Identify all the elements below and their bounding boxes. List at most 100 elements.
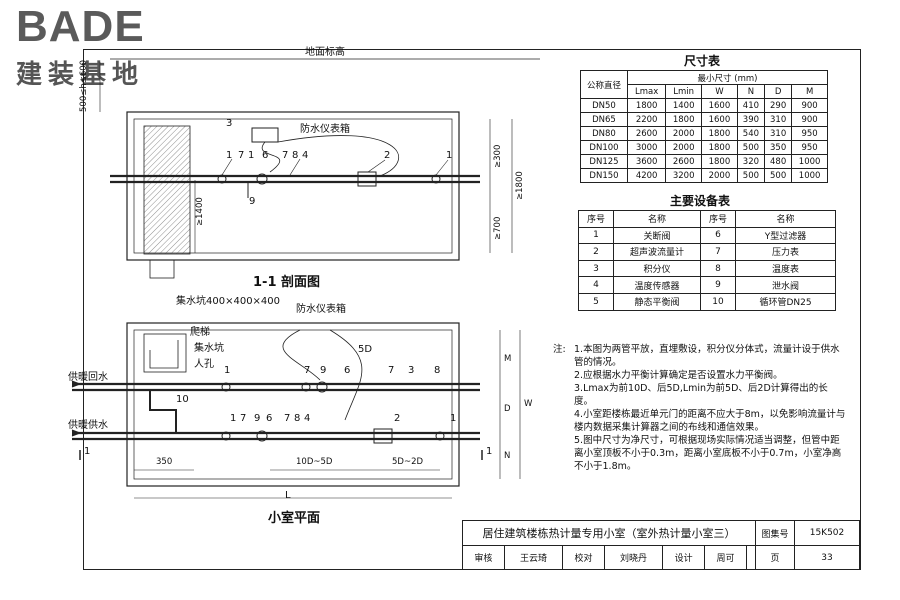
note-item: 4.小室距楼栋最近单元门的距离不应大于8m，以免影响流量计与楼内数据采集计算器之… [574,409,846,433]
dim-cell: 900 [791,98,828,113]
return-callout-6: 6 [344,365,351,376]
dimension-table-title: 尺寸表 [684,54,721,68]
dim-10d-5d: 10D~5D [296,457,333,467]
equip-cell: 8 [700,259,736,278]
dim-col-w: W [701,84,738,99]
review-label: 审核 [462,545,505,570]
dim-cell: 1600 [701,112,738,127]
equip-cell: 泄水阀 [735,276,836,294]
return-callout-3: 3 [408,365,415,376]
dim-cell: 500 [736,140,766,155]
return-callout-1: 1 [224,365,231,376]
plan-view [71,322,521,499]
equip-cell: 关断阀 [613,226,701,245]
dim-cell: DN65 [580,112,628,127]
review-name: 王云琦 [503,545,564,570]
dim-cell: 1800 [665,112,703,127]
section-callout-7a: 7 [238,150,245,161]
dim-right-2: ≥700 [493,216,503,240]
note-item: 1.本图为两管平放，直埋敷设，积分仪分体式，流量计设于供水管的情况。 [574,344,840,368]
dim-cell: 390 [736,112,766,127]
supply-callout-4: 4 [304,413,311,424]
dim-header-dn: 公称直径 [580,70,628,99]
sump-label: 集水坑400×400×400 [176,296,281,307]
equip-cell: 10 [700,292,736,311]
dim-D: D [504,404,511,414]
atlas-label: 图集号 [755,520,795,546]
dim-350: 350 [156,457,173,467]
equip-cell: 4 [578,276,614,294]
section-mark-right: 1 [486,446,493,457]
section-callout-1c: 1 [446,150,453,161]
dim-col-n: N [736,84,766,99]
dim-cell: 480 [764,154,793,169]
equip-header-name-1: 名称 [613,210,701,228]
dim-cell: 540 [736,126,766,141]
dim-cell: 1000 [791,168,828,183]
section-mark-left: 1 [84,446,91,457]
check-label: 校对 [562,545,605,570]
return-label: 供暖回水 [68,372,108,383]
section-callout-8: 8 [292,150,299,161]
equipment-table-title: 主要设备表 [670,194,731,208]
dim-cell: DN100 [580,140,628,155]
ground-label: 地面标高 [305,47,345,58]
supply-callout-6: 6 [266,413,273,424]
section-callout-3: 3 [226,118,233,129]
dim-cell: 1600 [701,98,738,113]
dim-cell: DN50 [580,98,628,113]
dim-cell: 310 [764,126,793,141]
equip-header-no-1: 序号 [578,210,614,228]
equip-cell: 超声波流量计 [613,243,701,261]
section-callout-4: 4 [302,150,309,161]
signature-area [745,545,757,570]
equip-cell: 9 [700,276,736,294]
dim-right-3: ≥1800 [515,171,525,200]
equip-cell: 2 [578,243,614,261]
equip-cell: 6 [700,226,736,245]
dim-L: L [285,490,291,501]
section-callout-1b: 1 [248,150,255,161]
equip-cell: 积分仪 [613,259,701,278]
dim-cell: 1400 [665,98,703,113]
supply-callout-9: 9 [254,413,261,424]
equip-cell: Y型过滤器 [735,226,836,245]
section-callout-1a: 1 [226,150,233,161]
supply-callout-7a: 7 [240,413,247,424]
dim-cell: 1800 [701,126,738,141]
page-no: 33 [794,545,860,570]
dim-cell: DN125 [580,154,628,169]
equip-cell: 压力表 [735,243,836,261]
equip-header-name-2: 名称 [735,210,836,228]
frame-border [83,49,861,570]
equip-cell: 循环管DN25 [735,292,836,311]
dim-cell: 290 [764,98,793,113]
dim-col-d: D [764,84,793,99]
dim-header-min: 最小尺寸 (mm) [627,70,828,85]
dim-cell: 1800 [701,154,738,169]
dim-cell: 2000 [701,168,738,183]
dim-col-lmin: Lmin [665,84,703,99]
dim-cell: 500 [736,168,766,183]
dim-cell: 3600 [626,154,667,169]
check-name: 刘晓丹 [603,545,664,570]
dim-cell: 2200 [626,112,667,127]
dim-cell: 320 [736,154,766,169]
equip-cell: 1 [578,226,614,245]
equip-cell: 静态平衡阀 [613,292,701,311]
notes-label: 注: [553,344,566,355]
plan-meter-box-label: 防水仪表箱 [296,304,346,315]
dim-col-lmax: Lmax [626,84,667,99]
section-meter-box-label: 防水仪表箱 [300,124,350,135]
